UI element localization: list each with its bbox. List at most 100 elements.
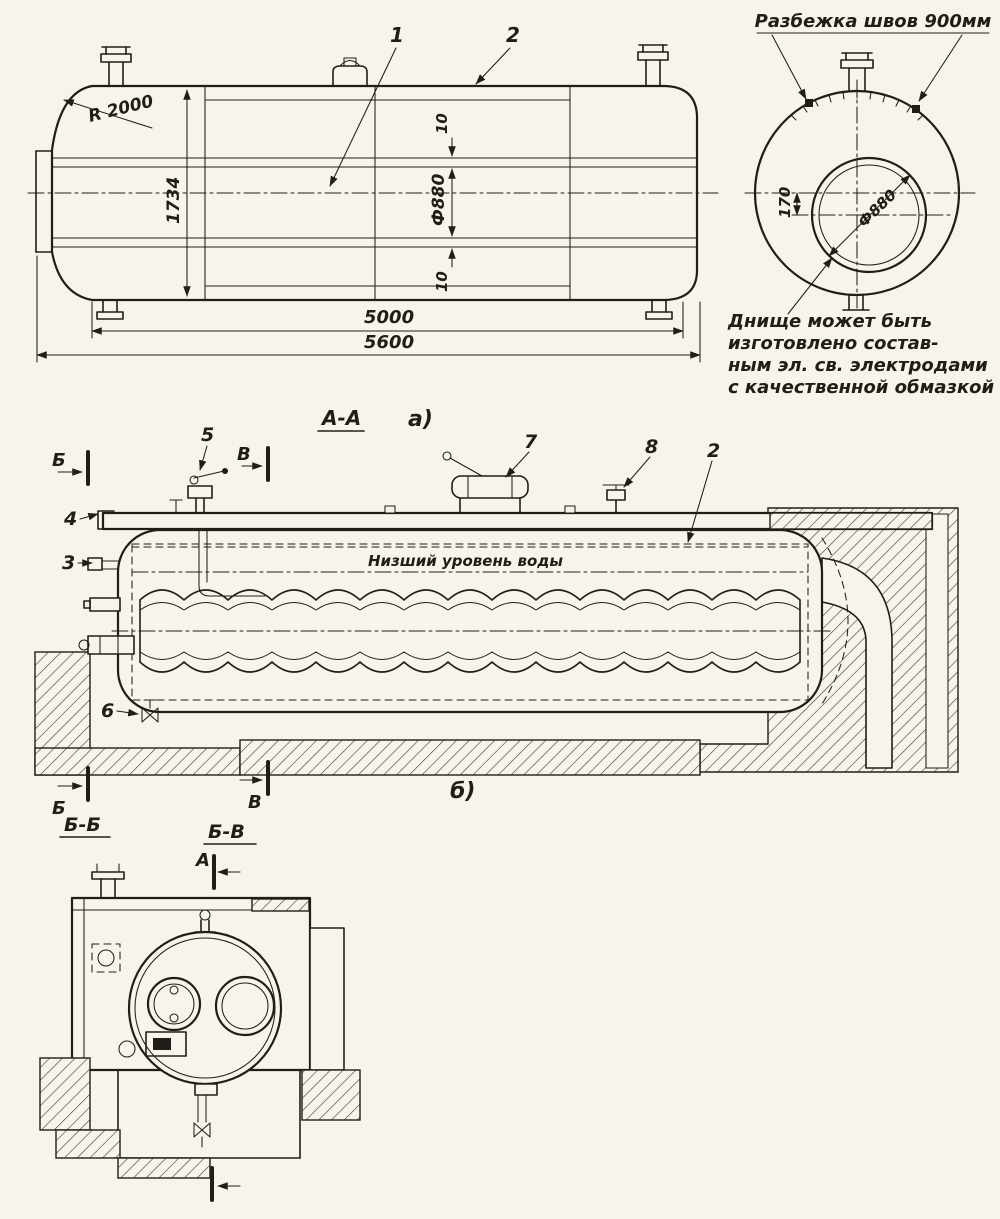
manhole bbox=[332, 57, 368, 87]
cut-v-bottom-label: В bbox=[248, 792, 262, 813]
callout-4: 4 bbox=[63, 508, 99, 530]
section-title-label: А-А bbox=[320, 406, 361, 430]
head-note-line-3: ным эл. св. электродами bbox=[728, 355, 988, 376]
steam-valve bbox=[442, 451, 529, 514]
head-note-line-1: Днище может быть bbox=[727, 311, 932, 332]
cut-v-top: В bbox=[237, 444, 270, 482]
seam-note-label: Разбежка швов 900мм bbox=[755, 11, 992, 32]
title-bb-label: Б-Б bbox=[64, 814, 101, 836]
callout-1-label: 1 bbox=[390, 23, 404, 47]
feed-pipe bbox=[198, 529, 266, 597]
fire-door bbox=[145, 1031, 187, 1057]
head-note-line-2: изготовлено состав- bbox=[728, 333, 939, 354]
nozzle-left bbox=[100, 46, 132, 87]
ground-under-boiler bbox=[239, 739, 701, 776]
top-nozzle bbox=[840, 52, 874, 92]
water-level-label: Низший уровень воды bbox=[368, 552, 563, 570]
hidden-valve bbox=[91, 943, 121, 973]
end-view: Разбежка швов 900мм 170 Ф880 Днище может… bbox=[727, 11, 995, 398]
seam-stud-right bbox=[912, 105, 920, 113]
callout-2b-label: 2 bbox=[707, 440, 720, 462]
shell-inner-dashed bbox=[131, 543, 809, 701]
dim-gap-top-label: 10 bbox=[433, 113, 451, 134]
dimension-1734: 1734 bbox=[164, 89, 191, 297]
title-bv-label: Б-В bbox=[208, 821, 245, 843]
dimension-170: 170 bbox=[776, 187, 801, 218]
tank-outline bbox=[50, 84, 699, 302]
dimension-gap-bottom: 10 bbox=[433, 248, 456, 292]
subfig-b-label: б) bbox=[450, 779, 475, 804]
rear-duct bbox=[821, 557, 893, 769]
cut-v-top-label: В bbox=[237, 444, 251, 465]
section-bb: Б-Б Б-В А bbox=[39, 814, 361, 1202]
cut-b-bottom: Б bbox=[52, 766, 90, 819]
graduation-ticks bbox=[790, 90, 924, 121]
cut-a-top: А bbox=[194, 850, 241, 890]
title-bv: Б-В bbox=[203, 821, 257, 845]
section-title: А-А а) bbox=[317, 406, 433, 432]
callout-2-label: 2 bbox=[506, 23, 520, 47]
callout-6-label: 6 bbox=[101, 700, 114, 722]
pit-floor bbox=[34, 747, 241, 776]
callout-8-label: 8 bbox=[645, 436, 658, 458]
rear-head-hidden bbox=[821, 537, 849, 705]
seam-stud-left bbox=[805, 99, 813, 107]
corrugated-furnace bbox=[111, 589, 831, 673]
top-plate bbox=[101, 505, 934, 531]
bottom-foot bbox=[842, 294, 870, 311]
flue-opening bbox=[214, 975, 276, 1037]
side-view: 1734 Ф880 10 10 5000 5600 R 2000 1 2 bbox=[27, 23, 719, 363]
subfig-a-label: а) bbox=[408, 407, 433, 432]
callout-7-label: 7 bbox=[524, 431, 538, 453]
radius-callout: R 2000 bbox=[63, 91, 156, 129]
dimension-5000: 5000 bbox=[91, 301, 684, 339]
left-neck bbox=[35, 150, 53, 253]
front-foot bbox=[194, 1083, 218, 1096]
title-bb: Б-Б bbox=[59, 814, 111, 838]
callout-1: 1 bbox=[329, 23, 404, 187]
dimension-5600: 5600 bbox=[36, 255, 701, 363]
boiler-shell bbox=[116, 528, 824, 714]
dim-170-label: 170 bbox=[776, 187, 794, 218]
dim-bore-label: Ф880 bbox=[429, 173, 449, 226]
drain-left bbox=[96, 299, 124, 320]
ground-left bbox=[39, 1057, 91, 1131]
callout-8: 8 bbox=[623, 436, 658, 488]
dim-5000-label: 5000 bbox=[364, 307, 414, 328]
callout-2: 2 bbox=[475, 23, 520, 85]
callout-3-label: 3 bbox=[62, 552, 75, 574]
callout-3: 3 bbox=[62, 552, 93, 574]
cut-b-bottom-label: Б bbox=[52, 798, 66, 819]
cut-b-top: Б bbox=[52, 450, 90, 486]
radius-label: R 2000 bbox=[86, 91, 155, 126]
safety-valve bbox=[169, 468, 228, 514]
flue-chimney bbox=[925, 513, 949, 769]
plate-seams bbox=[51, 85, 698, 301]
nozzle-right bbox=[637, 44, 669, 87]
callout-7: 7 bbox=[505, 431, 538, 478]
pit-floor-hatch bbox=[117, 1157, 211, 1179]
callout-2b: 2 bbox=[687, 440, 720, 543]
cut-b-top-label: Б bbox=[52, 450, 66, 471]
front-fittings bbox=[78, 510, 135, 655]
dim-gap-bottom-label: 10 bbox=[433, 271, 451, 292]
cut-a-bottom bbox=[210, 1166, 241, 1202]
inspection-hole bbox=[118, 1040, 136, 1058]
ground-bottom-left bbox=[55, 1129, 121, 1159]
cut-a-top-label: А bbox=[194, 850, 210, 871]
blowdown-valve bbox=[141, 699, 159, 723]
boiler-front-shell bbox=[127, 930, 283, 1086]
callout-5: 5 bbox=[199, 424, 214, 471]
aux-valve bbox=[602, 484, 630, 514]
dimension-gap-top: 10 bbox=[433, 113, 456, 157]
callout-6: 6 bbox=[101, 700, 139, 722]
dimension-bore: Ф880 bbox=[429, 168, 456, 237]
callout-5-label: 5 bbox=[201, 424, 214, 446]
dim-5600-label: 5600 bbox=[364, 332, 414, 353]
seam-note: Разбежка швов 900мм bbox=[755, 11, 992, 102]
head-note: Днище может быть изготовлено состав- ным… bbox=[727, 311, 995, 398]
drain-right bbox=[645, 299, 673, 320]
cut-v-bottom: В bbox=[239, 760, 270, 813]
